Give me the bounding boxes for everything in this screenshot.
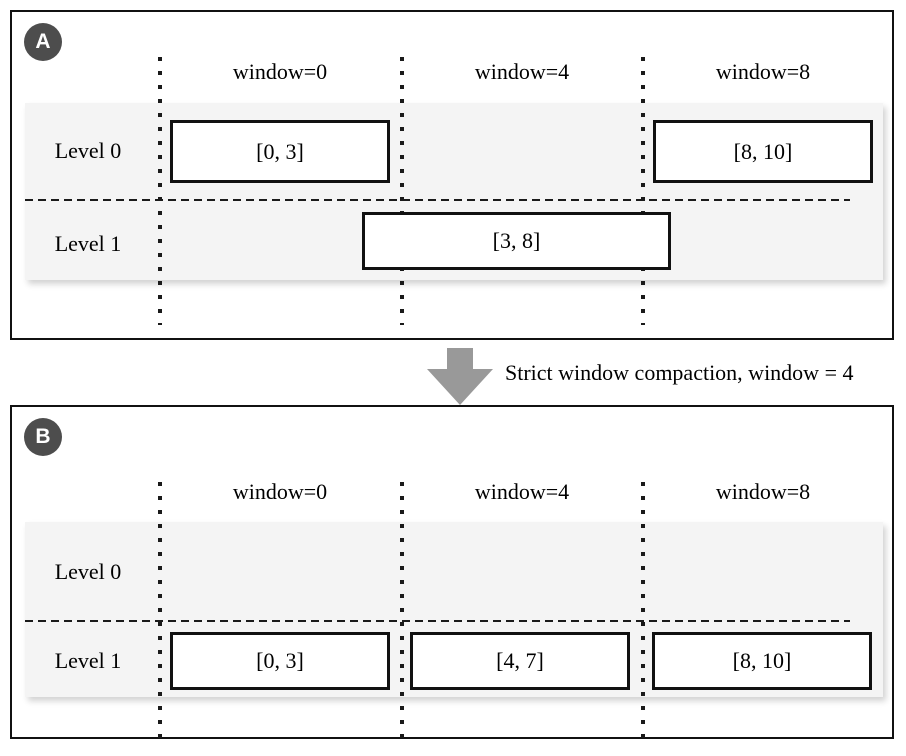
panel-b-level-1-label: Level 1	[54, 648, 122, 673]
panel-a-dotted-column-line-2	[641, 57, 645, 325]
panel-b-interval-box-0-3: [0, 3]	[170, 632, 390, 690]
panel-b-dotted-column-line-0	[158, 482, 162, 738]
panel-b-dotted-column-line-1	[400, 482, 404, 738]
panel-a-column-header-window-4: window=4	[474, 59, 570, 84]
panel-b-column-header-window-4: window=4	[474, 479, 570, 504]
panel-a-level-1-label: Level 1	[54, 231, 122, 256]
panel-b-badge: B	[24, 418, 62, 456]
panel-b-column-header-window-8: window=8	[715, 479, 811, 504]
panel-a: A window=0 window=4 window=8 Level 0 Lev…	[10, 10, 894, 340]
panel-b-dotted-column-line-2	[641, 482, 645, 738]
panel-a-badge: A	[24, 23, 62, 61]
panel-b: B window=0 window=4 window=8 Level 0 Lev…	[10, 405, 894, 739]
panel-b-interval-box-8-10: [8, 10]	[652, 632, 872, 690]
transition-caption: Strict window compaction, window = 4	[505, 360, 854, 385]
down-arrow-head	[427, 369, 493, 405]
panel-a-level-0-label: Level 0	[54, 138, 122, 163]
panel-a-column-header-window-0: window=0	[232, 59, 328, 84]
panel-a-interval-box-0-3: [0, 3]	[170, 120, 390, 183]
panel-a-column-header-window-8: window=8	[715, 59, 811, 84]
panel-b-column-header-window-0: window=0	[232, 479, 328, 504]
panel-b-level-0-label: Level 0	[54, 559, 122, 584]
panel-a-interval-box-8-10: [8, 10]	[653, 120, 873, 183]
panel-a-interval-box-3-8: [3, 8]	[362, 212, 671, 270]
panel-a-dotted-column-line-0	[158, 57, 162, 325]
down-arrow-shaft	[447, 348, 473, 370]
panel-b-level-divider-line	[25, 620, 850, 622]
panel-b-interval-box-4-7: [4, 7]	[410, 632, 630, 690]
panel-a-level-divider-line	[25, 199, 850, 201]
panel-a-dotted-column-line-1	[400, 57, 404, 325]
